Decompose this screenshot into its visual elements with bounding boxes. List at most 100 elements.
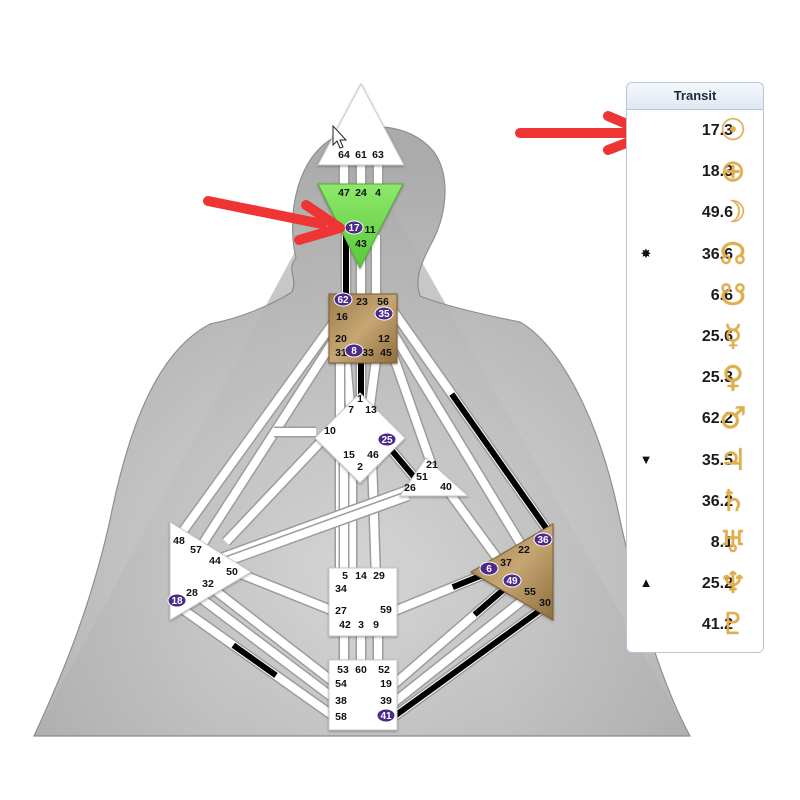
- transit-value: 36.6: [701, 245, 733, 263]
- channel-16-48: [173, 318, 339, 542]
- svg-text:6: 6: [486, 564, 492, 575]
- transit-value: 25.3: [701, 369, 733, 387]
- gate-label: 46: [367, 449, 379, 461]
- channel-55-39: [388, 591, 532, 709]
- transit-title: Transit: [627, 83, 763, 110]
- saturn-icon: ♄: [719, 483, 747, 519]
- svg-text:57: 57: [190, 544, 202, 556]
- svg-text:5: 5: [342, 570, 348, 582]
- svg-text:51: 51: [416, 471, 428, 483]
- gate-label: 54: [335, 678, 347, 690]
- gate-label: 61: [355, 149, 367, 161]
- svg-text:36: 36: [537, 535, 549, 546]
- svg-text:14: 14: [355, 570, 367, 582]
- svg-text:22: 22: [518, 544, 530, 556]
- gate-label: 2: [357, 461, 363, 473]
- svg-text:19: 19: [380, 678, 392, 690]
- svg-text:33: 33: [362, 347, 374, 359]
- svg-text:46: 46: [367, 449, 379, 461]
- transit-marker: ▲: [639, 575, 653, 591]
- transit-row: 62.2♂: [627, 399, 763, 440]
- transit-marker: ▼: [639, 451, 653, 467]
- gate-active-badge: 35: [374, 306, 394, 321]
- neptune-icon: ♆: [719, 566, 747, 602]
- svg-text:28: 28: [186, 587, 198, 599]
- svg-text:48: 48: [173, 535, 185, 547]
- channel-45-21: [386, 350, 438, 468]
- svg-text:27: 27: [335, 605, 347, 617]
- transit-row: 36.2♄: [627, 482, 763, 523]
- gate-label: 37: [500, 557, 512, 569]
- channel-18-58: [174, 601, 340, 723]
- jupiter-icon: ♃: [719, 442, 747, 478]
- gate-label: 53: [337, 664, 349, 676]
- solar-plexus-center: [470, 523, 554, 621]
- heart-center: [399, 457, 470, 497]
- gate-label: 10: [324, 425, 336, 437]
- gate-active-badge: 17: [344, 220, 364, 235]
- transit-row: ✸36.6☊: [627, 235, 763, 276]
- south-node-icon: ☋: [719, 277, 747, 313]
- channel-31-7: [340, 359, 356, 406]
- svg-text:11: 11: [364, 224, 375, 236]
- transit-row: 17.3☉: [627, 111, 763, 152]
- svg-text:2: 2: [357, 461, 363, 473]
- gate-label: 7: [348, 404, 354, 416]
- transit-value: 49.6: [701, 204, 733, 222]
- gate-active-badge: 6: [479, 561, 499, 576]
- gate-label: 43: [355, 238, 367, 250]
- svg-text:20: 20: [335, 333, 347, 345]
- svg-text:30: 30: [539, 597, 551, 609]
- gate-label: 57: [190, 544, 202, 556]
- svg-text:8: 8: [351, 346, 357, 357]
- svg-text:25: 25: [381, 435, 393, 446]
- gate-label: 55: [524, 586, 536, 598]
- svg-text:26: 26: [404, 482, 416, 494]
- svg-text:38: 38: [335, 695, 347, 707]
- transit-value: 35.5: [701, 451, 733, 469]
- svg-text:54: 54: [335, 678, 347, 690]
- svg-text:62: 62: [337, 295, 349, 306]
- gate-label: 3: [358, 619, 364, 631]
- gate-active-badge: 25: [377, 432, 397, 447]
- svg-text:31: 31: [335, 347, 347, 359]
- gate-label: 5: [342, 570, 348, 582]
- channel-35-36: [389, 308, 551, 532]
- channels-layer: [173, 160, 551, 723]
- channel-40-37: [441, 484, 505, 566]
- gate-label: 4: [375, 187, 381, 199]
- channel-33-13: [364, 359, 382, 406]
- transit-value: 25.2: [701, 575, 733, 593]
- transit-value: 25.6: [701, 328, 733, 345]
- svg-text:4: 4: [375, 187, 381, 199]
- gate-label: 26: [404, 482, 416, 494]
- gate-label: 28: [186, 587, 198, 599]
- uranus-icon: ♅: [719, 525, 747, 560]
- svg-text:10: 10: [324, 425, 336, 437]
- svg-text:15: 15: [343, 449, 355, 461]
- gate-active-badge: 62: [333, 292, 353, 307]
- svg-text:45: 45: [380, 347, 392, 359]
- channel-32-54: [208, 583, 340, 689]
- pluto-icon: ♇: [719, 607, 747, 643]
- transit-row: ▼ 35.5♃: [627, 441, 763, 482]
- svg-text:50: 50: [226, 566, 238, 578]
- gate-label: 16: [336, 311, 348, 323]
- mercury-icon: ☿: [723, 319, 743, 354]
- transit-row: 25.3♀: [627, 358, 763, 399]
- svg-text:29: 29: [373, 570, 385, 582]
- svg-text:9: 9: [373, 619, 379, 631]
- gate-label: 40: [440, 481, 452, 493]
- gate-label: 60: [355, 664, 367, 676]
- svg-text:60: 60: [355, 664, 367, 676]
- channel-46-29: [366, 457, 382, 581]
- gate-label: 9: [373, 619, 379, 631]
- transit-row: 6.6☋: [627, 276, 763, 317]
- channel-12-22: [389, 332, 527, 549]
- svg-text:32: 32: [202, 578, 214, 590]
- gate-label: 52: [378, 664, 390, 676]
- gate-label: 58: [335, 711, 347, 723]
- gate-label: 63: [372, 149, 384, 161]
- gate-label: 39: [380, 695, 392, 707]
